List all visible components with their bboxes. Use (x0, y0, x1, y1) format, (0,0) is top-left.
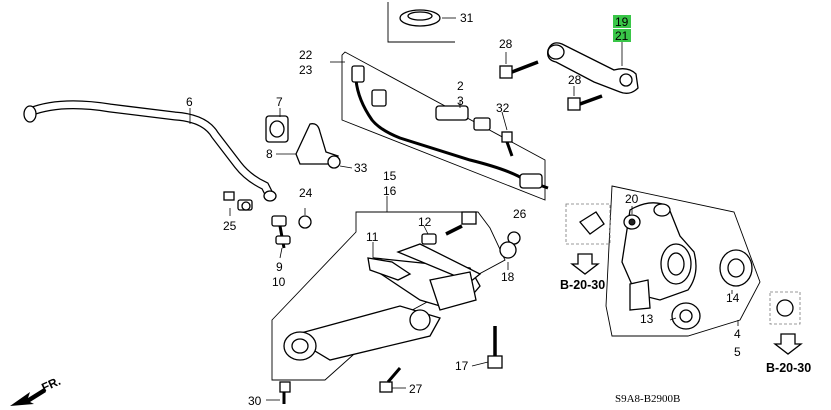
callout-5: 5 (734, 345, 741, 359)
diagram-code: S9A8-B2900B (615, 393, 680, 405)
stabilizer-link-9-10 (271, 208, 312, 259)
callout-18: 18 (501, 270, 515, 284)
callout-4: 4 (734, 327, 741, 341)
upper-arm-19-21 (547, 42, 639, 111)
highlight-box-19 (613, 15, 631, 28)
callout-14: 14 (726, 291, 740, 305)
callout-7: 7 (276, 95, 283, 109)
callout-20: 20 (625, 192, 639, 206)
reference-label-left: B-20-30 (560, 278, 605, 292)
bolt-part-28-upper (499, 52, 539, 79)
callout-32: 32 (496, 101, 510, 115)
callout-9: 9 (276, 260, 283, 274)
callout-26: 26 (513, 207, 527, 221)
bolt-part-32 (501, 111, 514, 157)
bolt-part-17 (471, 326, 503, 369)
seal-part-31 (387, 2, 456, 43)
callout-12: 12 (418, 215, 432, 229)
callout-25: 25 (223, 219, 237, 233)
callout-22: 22 (299, 48, 313, 62)
callout-3: 3 (457, 94, 464, 108)
callout-31: 31 (460, 11, 474, 25)
callout-17: 17 (455, 359, 469, 373)
callout-10: 10 (272, 275, 286, 289)
callout-6: 6 (186, 95, 193, 109)
bolt-part-27 (379, 367, 406, 393)
bolt-part-13-center (445, 211, 477, 236)
callout-21: 21 (615, 29, 629, 43)
callout-16: 16 (383, 184, 397, 198)
callout-23: 23 (299, 63, 313, 77)
callout-13: 13 (640, 312, 654, 326)
callout-8: 8 (266, 147, 273, 161)
ref-detail-right (769, 291, 803, 355)
bracket-part-11 (367, 242, 412, 281)
bolt-part-25 (223, 191, 253, 216)
bushing-bracket-7-8 (265, 108, 353, 169)
callout-2: 2 (457, 79, 464, 93)
callout-19: 19 (615, 15, 629, 29)
callout-24: 24 (299, 186, 313, 200)
knuckle-assembly-4-5 (605, 185, 761, 337)
bolt-part-26 (499, 231, 521, 270)
callout-33: 33 (354, 161, 368, 175)
callout-15: 15 (383, 169, 397, 183)
callout-30: 30 (248, 394, 262, 408)
highlight-box-21 (613, 29, 631, 42)
front-direction-arrow-icon (10, 388, 46, 406)
reference-label-right: B-20-30 (766, 361, 811, 375)
front-direction-label: FR. (39, 374, 62, 395)
abs-sensor-22-23 (330, 51, 549, 201)
stabilizer-bar-part-6 (23, 100, 277, 202)
ref-detail-left (565, 203, 611, 275)
callout-28-arm: 28 (568, 73, 582, 87)
callout-27: 27 (409, 382, 423, 396)
callout-11: 11 (366, 230, 379, 244)
bolt-part-30 (266, 381, 291, 404)
bolt-part-12 (421, 225, 437, 245)
callout-28-top: 28 (499, 37, 513, 51)
